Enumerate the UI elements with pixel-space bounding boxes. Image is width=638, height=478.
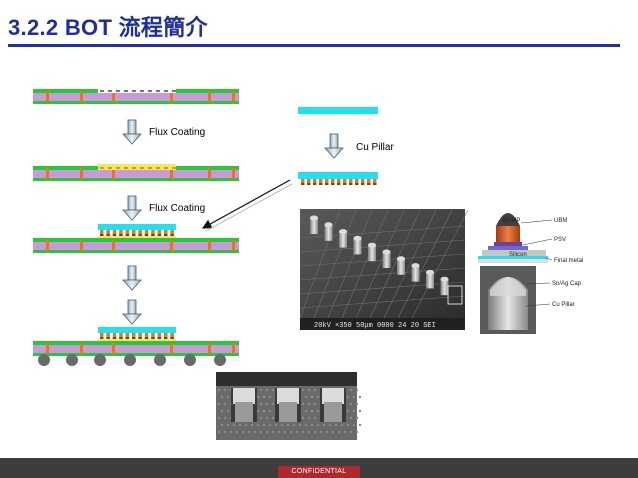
page-title: 3.2.2 BOT 流程簡介	[8, 15, 208, 40]
label-bump: BUMP	[503, 218, 520, 224]
process-arrow-1	[122, 119, 142, 145]
process-arrow-die	[324, 133, 344, 159]
confidential-badge: CONFIDENTIAL	[278, 466, 360, 478]
sem-solder-joint-photo	[216, 372, 362, 440]
substrate-stage-3	[33, 224, 239, 253]
process-arrow-4	[122, 299, 142, 325]
title-underline	[8, 44, 620, 47]
substrate-stage-2	[33, 164, 239, 181]
label-flux-coating-2: Flux Coating	[149, 203, 206, 214]
sem-cu-pillar-photo: 20kV ×350 50μm 0000 24 20 SEI	[299, 209, 469, 330]
label-cu-pillar: Cu Pillar	[356, 142, 394, 153]
label-psv: PSV	[554, 237, 566, 243]
label-silicon: Silicon	[509, 252, 527, 258]
label-sn-ag-cap: Sn/Ag Cap	[552, 281, 582, 287]
sem-caption: 20kV ×350 50μm 0000 24 20 SEI	[314, 322, 436, 330]
process-arrow-2	[122, 195, 142, 221]
label-final-metal: Final metal	[554, 258, 583, 264]
label-cu-pillar-photo: Cu Pillar	[552, 302, 575, 308]
pillar-cross-section-photo: Sn/Ag Cap Cu Pillar	[480, 266, 582, 334]
label-ubm: UBM	[554, 218, 567, 224]
label-flux-coating-1: Flux Coating	[149, 127, 206, 138]
bump-structure-schematic: BUMP Silicon UBM PSV Final metal	[478, 213, 583, 264]
flip-attach-arrow	[201, 179, 293, 232]
process-arrow-3	[122, 265, 142, 291]
die-with-cu-pillars	[298, 172, 378, 185]
substrate-stage-4	[33, 327, 239, 366]
substrate-stage-1	[33, 89, 239, 104]
die-bar	[298, 107, 378, 114]
